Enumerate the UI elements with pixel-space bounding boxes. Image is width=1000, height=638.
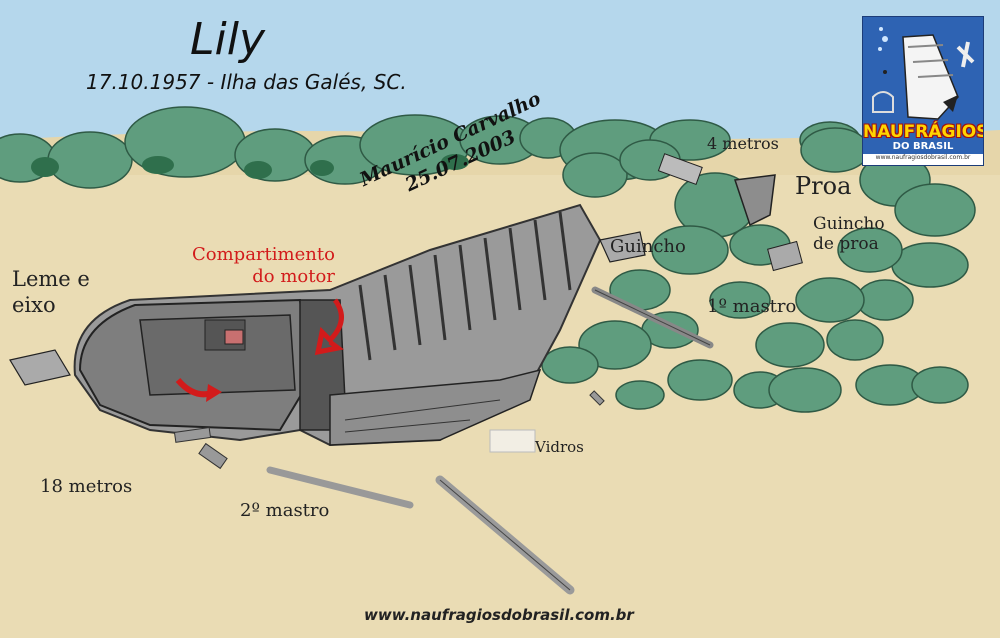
label-guincho-proa-line1: Guincho	[813, 214, 885, 234]
label-primeiro-mastro: 1º mastro	[707, 296, 797, 317]
logo-url: www.naufragiosdobrasil.com.br	[863, 154, 983, 165]
label-guincho-proa: Guincho de proa	[813, 214, 885, 254]
rudder	[9, 349, 71, 386]
label-proa: Proa	[795, 172, 852, 200]
label-vidros: Vidros	[535, 438, 584, 456]
second-mast	[266, 466, 414, 509]
winch	[599, 231, 646, 263]
naufragios-logo: NAUFRÁGIOS DO BRASIL www.naufragiosdobra…	[862, 16, 984, 166]
page-subtitle: 17.10.1957 - Ilha das Galés, SC.	[86, 70, 407, 94]
logo-ship-icon	[872, 27, 975, 120]
label-leme-line2: eixo	[12, 293, 56, 317]
rock-field	[541, 127, 976, 413]
label-4-metros: 4 metros	[707, 134, 779, 153]
label-guincho-proa-line2: de proa	[813, 234, 879, 254]
label-18-metros: 18 metros	[40, 476, 133, 497]
engine-arrow	[314, 298, 344, 356]
label-compartimento-line2: do motor	[252, 266, 335, 287]
hull-ribs	[358, 211, 572, 361]
debris	[173, 390, 605, 470]
footer-url: www.naufragiosdobrasil.com.br	[364, 606, 634, 624]
label-guincho: Guincho	[610, 236, 686, 257]
page-title: Lily	[190, 14, 266, 65]
label-compartimento-motor: Compartimento do motor	[192, 244, 335, 288]
logo-title: NAUFRÁGIOS	[863, 122, 984, 142]
bow-winch	[767, 240, 803, 272]
label-compartimento-line1: Compartimento	[192, 244, 335, 265]
label-leme-eixo: Leme e eixo	[12, 266, 90, 318]
bow-section	[733, 174, 776, 227]
logo-subtitle: DO BRASIL	[892, 141, 954, 152]
label-segundo-mastro: 2º mastro	[240, 500, 330, 521]
label-leme-line1: Leme e	[12, 267, 90, 291]
